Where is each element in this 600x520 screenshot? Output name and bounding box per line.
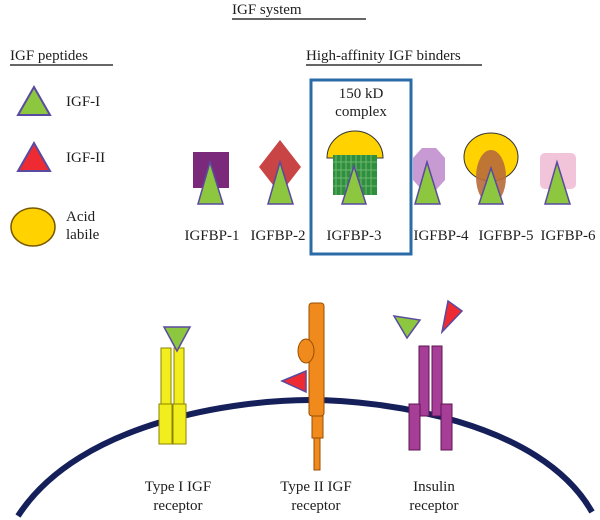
igf2-legend-label: IGF-II bbox=[66, 150, 106, 166]
complex-label-line1: 150 kD bbox=[338, 86, 384, 102]
igf1-legend-triangle bbox=[16, 84, 52, 116]
type1-receptor-label-line2: receptor bbox=[153, 498, 203, 514]
type2-receptor-label-line1: Type II IGF bbox=[280, 479, 352, 495]
igfbp2-label: IGFBP-2 bbox=[250, 228, 306, 244]
complex-label-line2: complex bbox=[335, 104, 387, 120]
igfbp4-igf-triangle bbox=[414, 159, 442, 205]
acid-labile-legend-oval bbox=[10, 207, 56, 247]
insulin-receptor bbox=[392, 299, 464, 451]
igfbp3-label: IGFBP-3 bbox=[326, 228, 382, 244]
type1-bound-igf1 bbox=[162, 326, 192, 353]
type2-bound-igf2 bbox=[280, 369, 307, 394]
type1-igf-receptor bbox=[158, 326, 192, 445]
insulin-nearby-igf2 bbox=[440, 299, 464, 335]
igfbp1-label: IGFBP-1 bbox=[184, 228, 240, 244]
igfbp3-igf-triangle bbox=[340, 163, 368, 205]
type2-receptor-label-line2: receptor bbox=[291, 498, 341, 514]
igfbp6-igf-triangle bbox=[544, 159, 572, 205]
igfbp2-igf-triangle bbox=[267, 159, 295, 205]
insulin-receptor-label-line2: receptor bbox=[409, 498, 459, 514]
insulin-nearby-igf1 bbox=[392, 315, 422, 340]
igfbp3-acid-labile bbox=[326, 130, 384, 159]
type1-receptor-label-line1: Type I IGF bbox=[144, 479, 212, 495]
insulin-receptor-label-line1: Insulin bbox=[413, 479, 455, 495]
acid-labile-label-line1: Acid bbox=[66, 209, 96, 225]
diagram-title: IGF system bbox=[232, 2, 302, 18]
igfbp3-complex-box bbox=[309, 78, 413, 256]
igfbp4-label: IGFBP-4 bbox=[413, 228, 469, 244]
type2-igf-receptor bbox=[280, 302, 325, 471]
peptides-heading: IGF peptides bbox=[10, 48, 88, 64]
binders-heading: High-affinity IGF binders bbox=[306, 48, 461, 64]
igfbp1-igf-triangle bbox=[197, 159, 225, 205]
igfbp5-igf-triangle bbox=[477, 165, 505, 205]
igfbp5-label: IGFBP-5 bbox=[478, 228, 534, 244]
igf2-legend-triangle bbox=[16, 140, 52, 172]
acid-labile-label-line2: labile bbox=[66, 227, 100, 243]
igfbp6-label: IGFBP-6 bbox=[540, 228, 596, 244]
igf1-legend-label: IGF-I bbox=[66, 94, 101, 110]
